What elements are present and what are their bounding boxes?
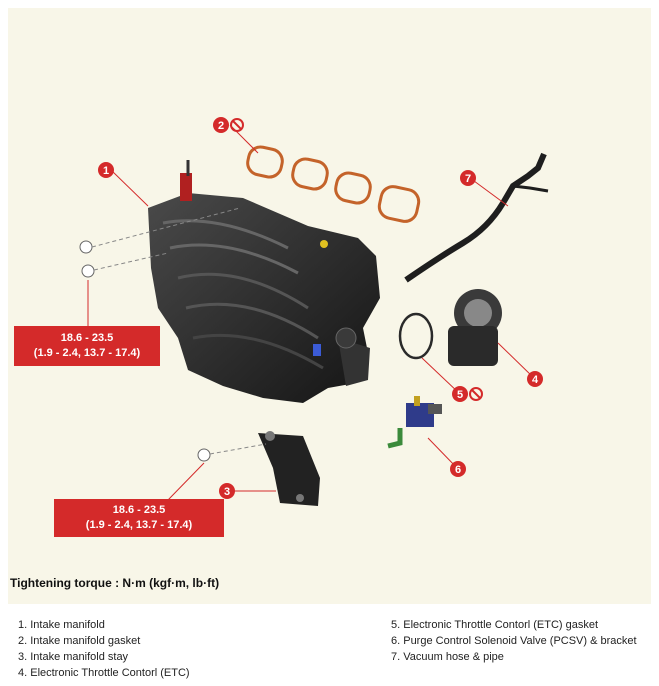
- svg-text:2: 2: [218, 120, 224, 132]
- diagram-canvas: 1 2 3 4 5 6: [79, 117, 549, 506]
- torque-value: 18.6 - 23.5: [60, 332, 114, 344]
- legend-item: 1. Intake manifold: [18, 619, 105, 631]
- torque-leader-2: [167, 462, 205, 501]
- legend-item: 6. Purge Control Solenoid Valve (PCSV) &…: [391, 635, 637, 647]
- callout-7: 7: [460, 170, 476, 186]
- purge-control-solenoid-valve: [387, 396, 442, 449]
- stay-bolt: [197, 443, 267, 462]
- leader-line-5: [421, 357, 461, 395]
- callout-3: 3: [219, 483, 235, 499]
- svg-text:7: 7: [465, 173, 471, 185]
- callout-6: 6: [450, 461, 466, 477]
- callout-2: 2: [213, 117, 244, 133]
- torque-spec-manifold: 18.6 - 23.5 (1.9 - 2.4, 13.7 - 17.4): [14, 326, 160, 366]
- torque-value: 18.6 - 23.5: [112, 504, 166, 516]
- do-not-reuse-icon: [469, 387, 483, 401]
- torque-value-alt-units: (1.9 - 2.4, 13.7 - 17.4): [85, 519, 193, 531]
- intake-manifold: [148, 160, 380, 403]
- manifold-bolt: [79, 207, 241, 254]
- callout-4: 4: [527, 371, 543, 387]
- svg-text:5: 5: [457, 389, 463, 401]
- legend-item: 5. Electronic Throttle Contorl (ETC) gas…: [391, 619, 599, 631]
- svg-text:3: 3: [224, 486, 230, 498]
- torque-value-alt-units: (1.9 - 2.4, 13.7 - 17.4): [33, 347, 141, 359]
- legend-item: 7. Vacuum hose & pipe: [391, 651, 504, 663]
- callout-5: 5: [452, 386, 483, 402]
- legend-item: 4. Electronic Throttle Contorl (ETC): [18, 667, 190, 679]
- legend-item: 3. Intake manifold stay: [18, 651, 129, 663]
- torque-units-caption: Tightening torque : N·m (kgf·m, lb·ft): [10, 576, 220, 590]
- parts-legend-left: 1. Intake manifold 2. Intake manifold ga…: [18, 617, 190, 681]
- vacuum-hose-and-pipe: [404, 152, 549, 283]
- callout-1: 1: [98, 162, 114, 178]
- exploded-parts-diagram: 1 2 3 4 5 6: [8, 8, 651, 604]
- intake-manifold-gasket: [246, 145, 421, 223]
- svg-text:4: 4: [532, 374, 539, 386]
- manifold-bolt: [81, 252, 169, 278]
- svg-text:1: 1: [103, 165, 109, 177]
- intake-manifold-stay: [258, 431, 320, 506]
- etc-gasket: [398, 312, 434, 360]
- legend-item: 2. Intake manifold gasket: [18, 635, 141, 647]
- leader-line-7: [469, 177, 509, 207]
- leader-line-4: [497, 342, 536, 380]
- svg-text:6: 6: [455, 464, 461, 476]
- leader-line-1: [110, 169, 149, 207]
- parts-legend-right: 5. Electronic Throttle Contorl (ETC) gas…: [391, 617, 637, 665]
- torque-spec-stay: 18.6 - 23.5 (1.9 - 2.4, 13.7 - 17.4): [54, 499, 224, 537]
- do-not-reuse-icon: [230, 118, 244, 132]
- electronic-throttle-control: [448, 289, 502, 366]
